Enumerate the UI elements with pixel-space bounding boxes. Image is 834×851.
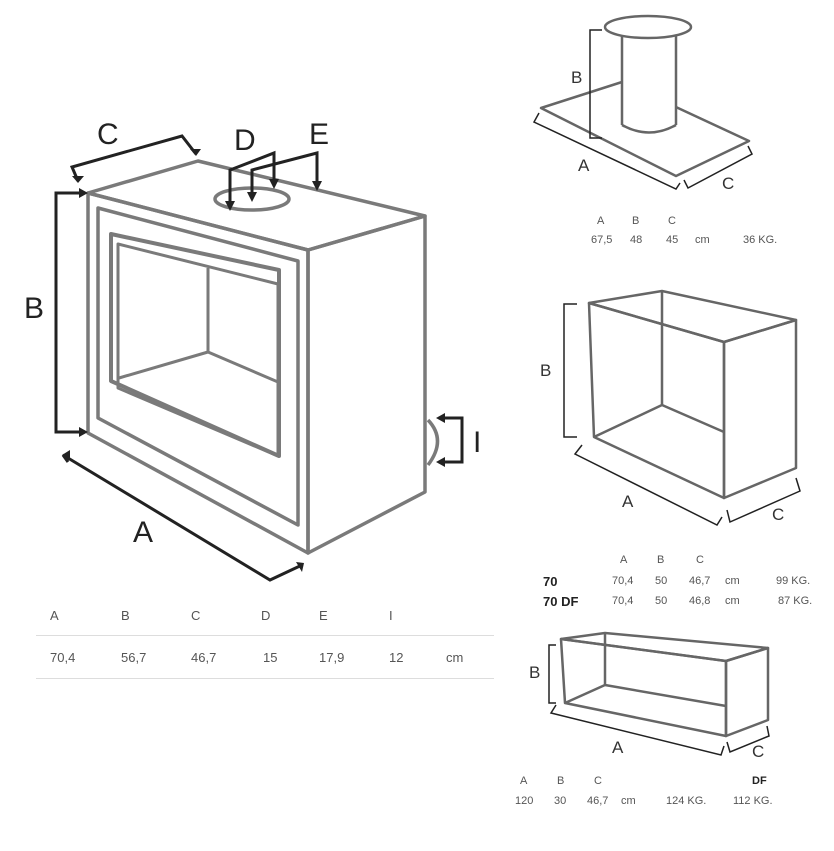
mr-row1-B: 50 bbox=[655, 575, 668, 587]
label-D: D bbox=[234, 124, 256, 157]
dim-E-bracket bbox=[250, 151, 319, 198]
mr-row2-weight: 87 KG. bbox=[778, 595, 813, 607]
mr-header-C: C bbox=[696, 554, 704, 566]
base-plate bbox=[539, 80, 751, 178]
mr-row1-model: 70 bbox=[543, 574, 558, 589]
value-D: 15 bbox=[263, 650, 278, 665]
mr-row2-model: 70 DF bbox=[543, 594, 579, 609]
br-label-C: C bbox=[752, 742, 765, 761]
mr-row2-B: 50 bbox=[655, 595, 668, 607]
mr-row1-A: 70,4 bbox=[612, 575, 634, 587]
fireplace-side-face bbox=[306, 214, 427, 555]
table-rule-bottom bbox=[36, 678, 494, 679]
tr-header-B: B bbox=[632, 215, 640, 227]
mr-row1-unit: cm bbox=[725, 575, 740, 587]
header-E: E bbox=[319, 608, 328, 623]
tr-value-A: 67,5 bbox=[591, 234, 613, 246]
mr-row1-weight: 99 KG. bbox=[776, 575, 811, 587]
br-header-A: A bbox=[520, 775, 528, 787]
label-C: C bbox=[97, 118, 119, 151]
mr-label-B: B bbox=[540, 361, 552, 380]
dim-A-bracket bbox=[61, 453, 303, 582]
flue-pipe-top bbox=[603, 14, 693, 40]
br-value-C: 46,7 bbox=[587, 795, 609, 807]
mr-header-B: B bbox=[657, 554, 665, 566]
dim-D-bracket bbox=[228, 150, 276, 207]
header-I: I bbox=[389, 608, 393, 623]
label-E: E bbox=[309, 118, 330, 151]
dim-C-bracket bbox=[69, 134, 198, 182]
br-unit: cm bbox=[621, 795, 636, 807]
tr-label-C: C bbox=[722, 174, 735, 193]
side-handle bbox=[426, 418, 440, 467]
mr-row1-C: 46,7 bbox=[689, 575, 711, 587]
value-I: 12 bbox=[389, 650, 404, 665]
mr-label-C: C bbox=[772, 505, 785, 524]
header-B: B bbox=[121, 608, 130, 623]
table-rule-top bbox=[36, 635, 494, 636]
br-df-weight: 112 KG. bbox=[733, 795, 773, 807]
value-A: 70,4 bbox=[50, 650, 76, 665]
tr-value-C: 45 bbox=[666, 234, 679, 246]
tr-header-A: A bbox=[597, 215, 605, 227]
mr-row2-A: 70,4 bbox=[612, 595, 634, 607]
label-I: I bbox=[473, 426, 482, 459]
br-header-B: B bbox=[557, 775, 565, 787]
tr-unit: cm bbox=[695, 234, 710, 246]
br-header-DF: DF bbox=[752, 775, 767, 787]
header-A: A bbox=[50, 608, 59, 623]
mr-header-A: A bbox=[620, 554, 628, 566]
br-label-A: A bbox=[612, 738, 624, 757]
dim-B-bracket bbox=[54, 191, 84, 434]
label-B: B bbox=[24, 292, 45, 325]
dim-I-bracket bbox=[440, 416, 464, 464]
header-C: C bbox=[191, 608, 201, 623]
value-E: 17,9 bbox=[319, 650, 345, 665]
br-value-B: 30 bbox=[554, 795, 567, 807]
tr-weight: 36 KG. bbox=[743, 234, 778, 246]
br-value-A: 120 bbox=[515, 795, 534, 807]
br-label-B: B bbox=[529, 663, 541, 682]
tr-value-B: 48 bbox=[630, 234, 643, 246]
header-D: D bbox=[261, 608, 271, 623]
br-header-C: C bbox=[594, 775, 602, 787]
br-weight: 124 KG. bbox=[666, 795, 707, 807]
mr-label-A: A bbox=[622, 492, 634, 511]
fireplace-front-frame bbox=[96, 206, 300, 527]
value-unit: cm bbox=[446, 650, 464, 665]
mr-row2-unit: cm bbox=[725, 595, 740, 607]
tr-header-C: C bbox=[668, 215, 676, 227]
value-C: 46,7 bbox=[191, 650, 217, 665]
label-A: A bbox=[133, 516, 154, 549]
tr-label-B: B bbox=[571, 68, 583, 87]
tr-label-A: A bbox=[578, 156, 590, 175]
value-B: 56,7 bbox=[121, 650, 147, 665]
mr-row2-C: 46,8 bbox=[689, 595, 711, 607]
